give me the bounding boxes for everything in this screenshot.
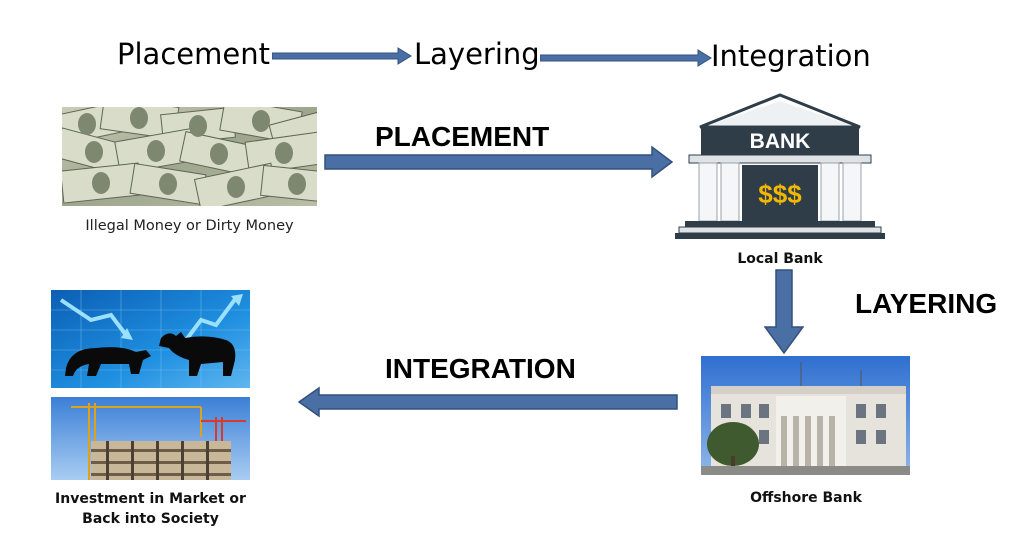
flow-arrow-2 bbox=[540, 49, 712, 67]
placement-arrow bbox=[324, 145, 674, 179]
stage-placement-title: Placement bbox=[117, 37, 270, 71]
market-image bbox=[51, 290, 250, 388]
investment-caption-line1: Investment in Market or bbox=[55, 491, 246, 507]
local-bank-icon: BANK $$$ bbox=[675, 93, 885, 243]
integration-label: INTEGRATION bbox=[385, 353, 576, 384]
investment-caption: Investment in Market or Back into Societ… bbox=[38, 490, 263, 529]
investment-caption-line2: Back into Society bbox=[82, 510, 219, 527]
stage-integration-title: Integration bbox=[711, 39, 871, 73]
layering-arrow bbox=[764, 269, 804, 355]
flow-arrow-1 bbox=[272, 47, 412, 65]
local-bank-caption: Local Bank bbox=[737, 251, 823, 267]
dirty-money-image bbox=[62, 107, 317, 206]
offshore-bank-image bbox=[701, 356, 910, 475]
layering-label: LAYERING bbox=[855, 288, 998, 319]
placement-label: PLACEMENT bbox=[375, 121, 550, 152]
stage-layering-title: Layering bbox=[414, 37, 540, 71]
dirty-money-caption: Illegal Money or Dirty Money bbox=[85, 218, 294, 234]
offshore-bank-caption: Offshore Bank bbox=[750, 490, 862, 506]
integration-arrow bbox=[297, 386, 679, 418]
bank-dollar-symbols: $$$ bbox=[758, 179, 802, 209]
bank-sign-text: BANK bbox=[750, 130, 811, 153]
construction-image bbox=[51, 397, 250, 480]
